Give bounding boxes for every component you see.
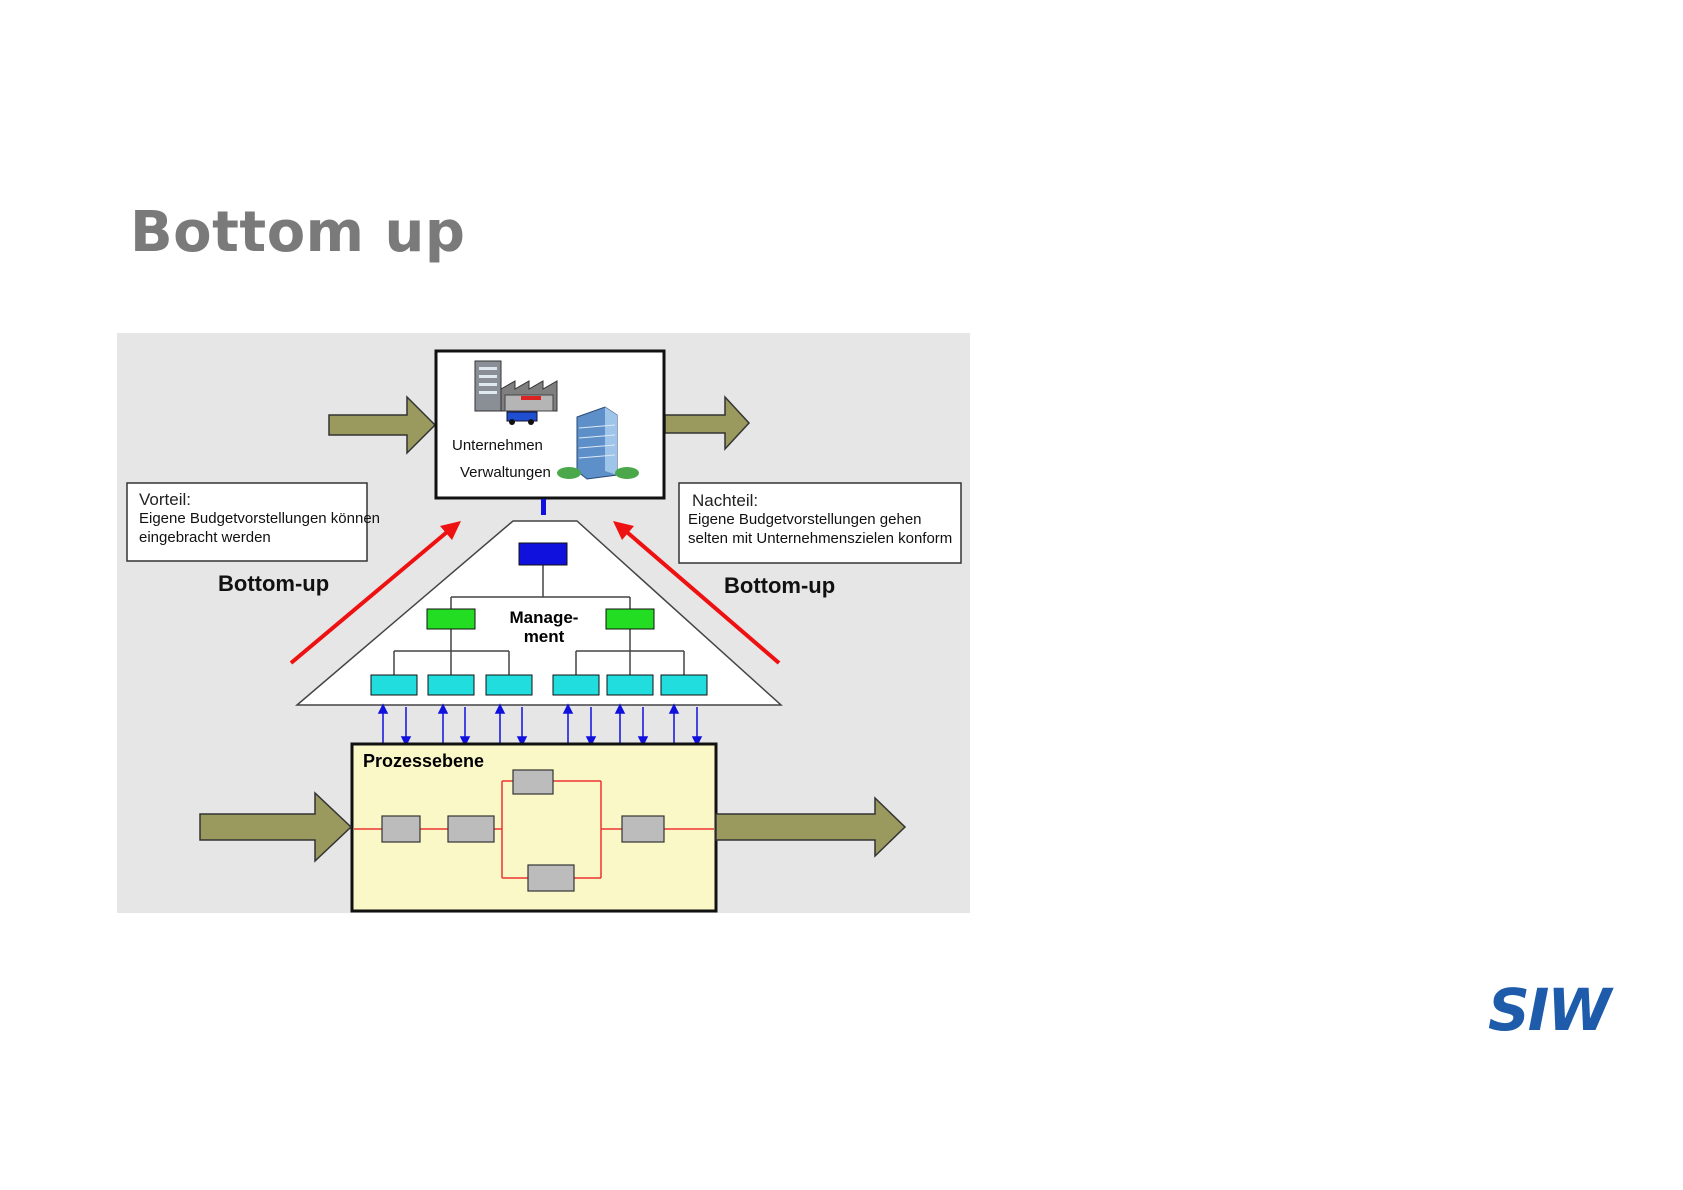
management-label: Manage- ment bbox=[499, 608, 589, 646]
management-triangle bbox=[294, 520, 783, 706]
process-level-label: Prozessebene bbox=[363, 751, 485, 771]
process-node bbox=[447, 815, 495, 843]
logo-wordmark: SIW bbox=[1488, 976, 1611, 1044]
siw-logo: SIW bbox=[1488, 976, 1643, 1044]
team-node bbox=[606, 674, 654, 696]
slide-title: Bottom up bbox=[130, 200, 466, 265]
factory-illustration bbox=[474, 360, 558, 425]
middle-manager-node-left bbox=[426, 608, 476, 630]
company-label-line1: Unternehmen bbox=[452, 437, 543, 454]
middle-manager-node-right bbox=[605, 608, 655, 630]
process-node bbox=[527, 864, 575, 892]
process-node bbox=[381, 815, 421, 843]
bottom-up-label-right: Bottom-up bbox=[724, 573, 836, 598]
org-chart-lines bbox=[393, 563, 685, 675]
team-node bbox=[660, 674, 708, 696]
bottom-up-label-left: Bottom-up bbox=[218, 571, 330, 596]
output-arrow-bottom bbox=[715, 796, 907, 858]
advantage-heading: Vorteil: bbox=[139, 490, 191, 509]
management-line1: Manage- bbox=[509, 608, 579, 627]
disadvantage-line2: selten mit Unternehmenszielen konform bbox=[688, 530, 953, 547]
feedback-arrows bbox=[377, 703, 703, 747]
team-node bbox=[552, 674, 600, 696]
management-line2: ment bbox=[523, 627, 565, 646]
advantage-box bbox=[126, 482, 368, 562]
advantage-text: Vorteil: Eigene Budgetvorstellungen könn… bbox=[139, 490, 380, 547]
team-node bbox=[485, 674, 533, 696]
connector-bar bbox=[541, 499, 546, 515]
team-node bbox=[370, 674, 418, 696]
office-tower-illustration bbox=[557, 406, 639, 480]
advantage-line1: Eigene Budgetvorstellungen können bbox=[139, 510, 381, 527]
company-label-line2: Verwaltungen bbox=[460, 464, 551, 481]
diagram-graphics bbox=[126, 349, 962, 913]
process-node bbox=[621, 815, 665, 843]
red-arrow-right bbox=[613, 521, 781, 665]
disadvantage-text: Nachteil: Eigene Budgetvorstellungen geh… bbox=[688, 491, 952, 548]
team-node bbox=[427, 674, 475, 696]
input-arrow-top bbox=[328, 395, 437, 455]
disadvantage-box bbox=[678, 482, 962, 564]
advantage-line2: eingebracht werden bbox=[139, 529, 271, 546]
process-flow-lines bbox=[354, 780, 714, 879]
bottom-up-diagram: Unternehmen Verwaltungen Vorteil: Eigene… bbox=[117, 333, 970, 913]
disadvantage-line1: Eigene Budgetvorstellungen gehen bbox=[688, 511, 922, 528]
disadvantage-heading: Nachteil: bbox=[692, 491, 759, 510]
top-manager-node bbox=[518, 542, 568, 566]
red-arrow-left bbox=[289, 521, 461, 665]
input-arrow-bottom bbox=[199, 791, 353, 863]
output-arrow-top bbox=[664, 395, 751, 451]
process-node bbox=[512, 769, 554, 795]
